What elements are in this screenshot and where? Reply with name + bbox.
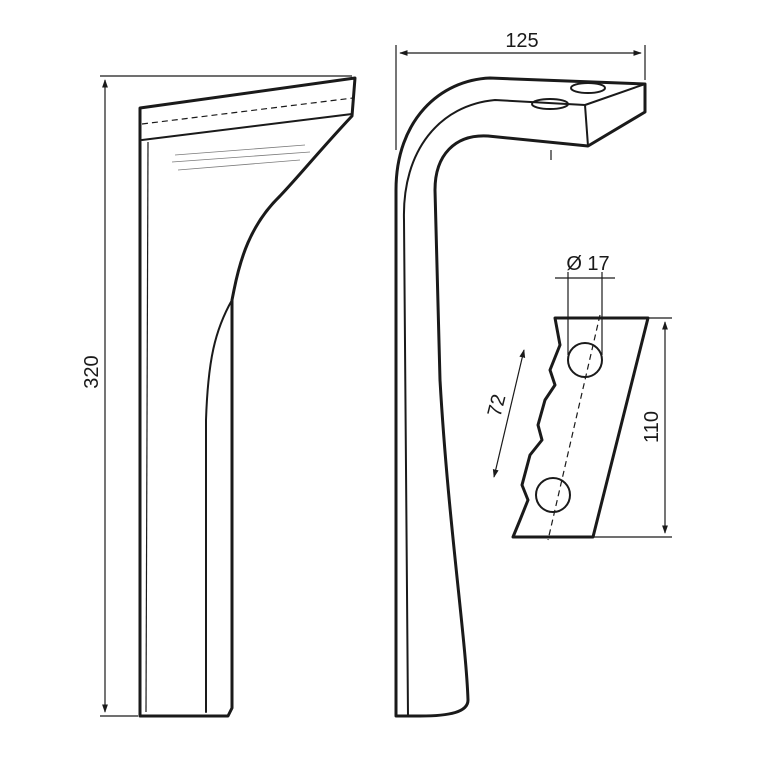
blade-front-outline bbox=[138, 76, 357, 718]
flange-detail-hole-bottom bbox=[535, 477, 571, 513]
blade-side-view bbox=[394, 76, 647, 718]
hole-diameter-dimension: Ø 17 bbox=[555, 253, 615, 355]
blade-front-shading-3 bbox=[177, 159, 301, 171]
blade-front-shading-2 bbox=[171, 151, 311, 163]
blade-front-edge-dashed bbox=[141, 97, 354, 125]
blade-side-outline bbox=[394, 76, 647, 718]
flange-detail-centerline bbox=[547, 314, 601, 541]
blade-side-flange-front bbox=[584, 104, 589, 147]
flange-height-dimension: 110 bbox=[593, 317, 672, 538]
flange-detail-hole-top bbox=[567, 342, 603, 378]
flange-height-label: 110 bbox=[641, 411, 663, 443]
width-dimension: 125 bbox=[395, 30, 646, 150]
hole-spacing-dimension: 72 bbox=[484, 349, 526, 478]
hole-diameter-label: Ø 17 bbox=[566, 253, 609, 275]
blade-front-top-edge bbox=[141, 113, 353, 141]
height-dimension-label: 320 bbox=[81, 355, 103, 388]
spacing-dim-line bbox=[492, 349, 526, 478]
blade-side-inner-curve bbox=[402, 99, 586, 717]
flange-detail-outline bbox=[511, 316, 650, 539]
flange-hole-front bbox=[531, 98, 569, 110]
width-dimension-label: 125 bbox=[505, 30, 538, 52]
blade-side-flange-edge bbox=[584, 83, 646, 106]
blade-front-view bbox=[138, 76, 357, 718]
flange-detail-view bbox=[511, 314, 650, 541]
blade-front-shading-1 bbox=[174, 144, 306, 156]
hole-spacing-label: 72 bbox=[484, 392, 511, 419]
height-dimension: 320 bbox=[81, 75, 352, 717]
blade-front-inner-left bbox=[145, 141, 149, 713]
blade-front-twist-line bbox=[205, 299, 233, 713]
flange-hole-back bbox=[570, 82, 606, 94]
